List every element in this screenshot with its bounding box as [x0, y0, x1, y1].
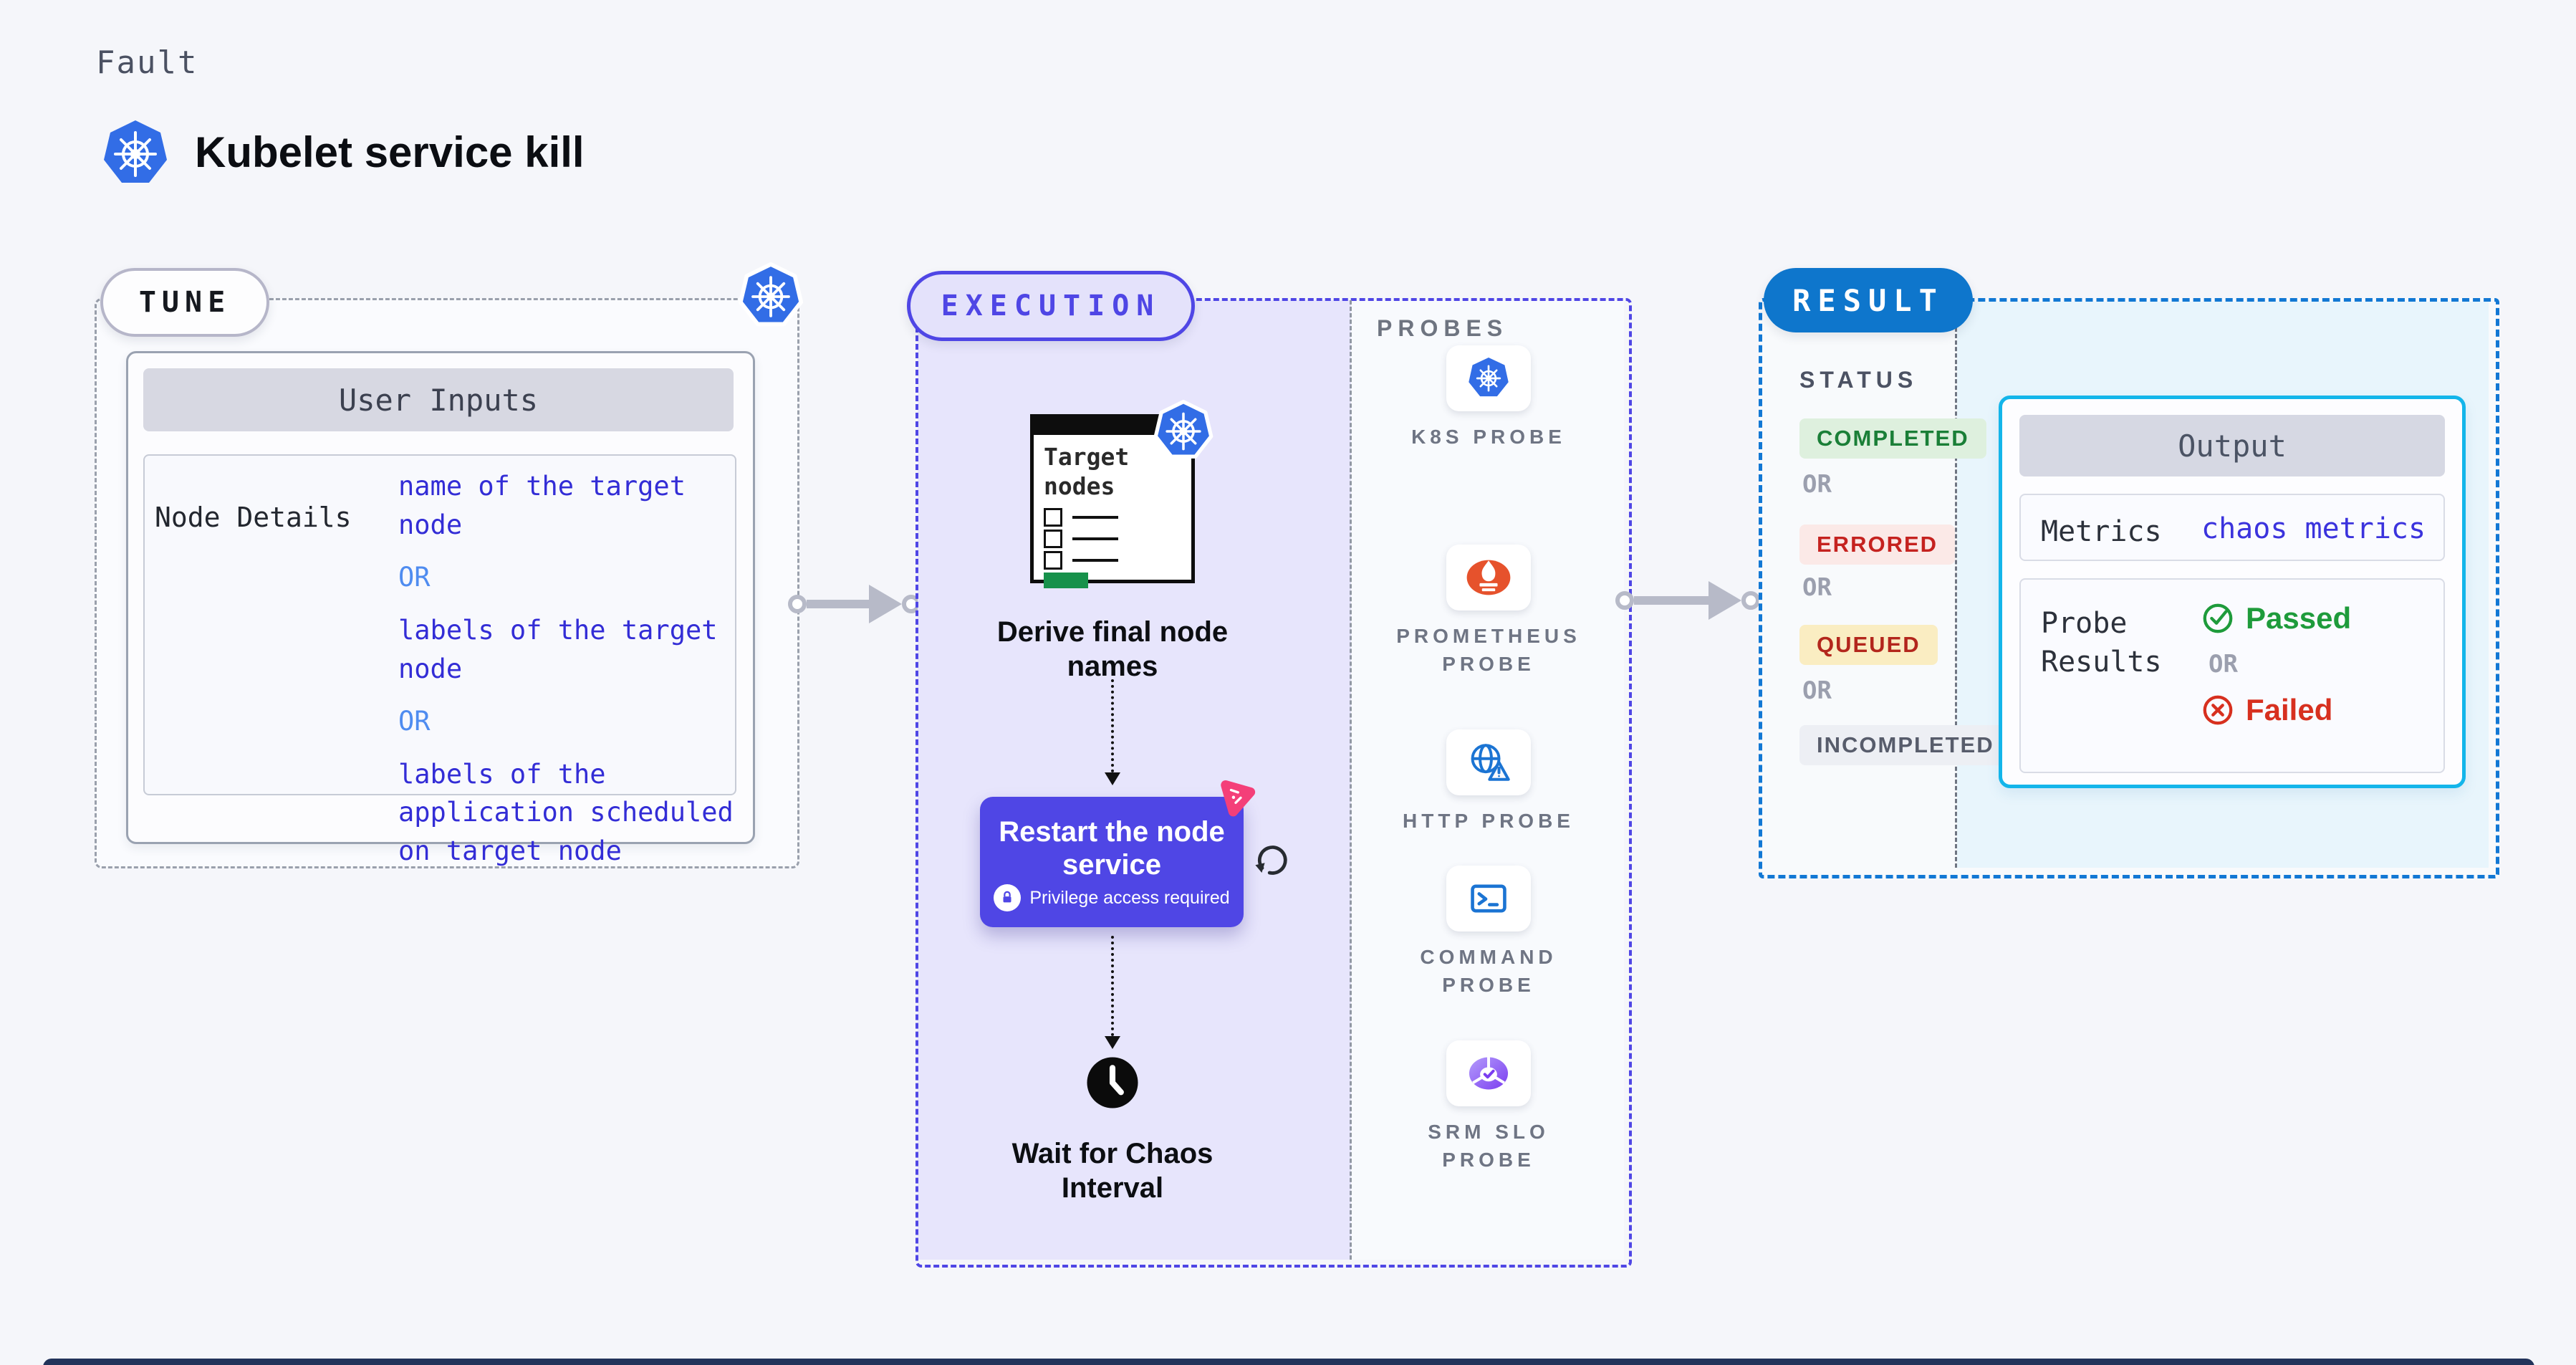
probes-heading: PROBES	[1377, 315, 1509, 341]
slo-pie-check-icon	[1469, 1056, 1509, 1090]
execution-section-box	[915, 298, 1632, 1268]
arrow-head	[1708, 581, 1741, 620]
connector-dot	[788, 595, 807, 613]
status-badge-incompleted: INCOMPLETED	[1799, 725, 2012, 765]
probe-item-command: COMMAND PROBE	[1388, 866, 1589, 999]
node-details-value-1: name of the target node	[398, 471, 686, 540]
privilege-row: Privilege access required	[980, 884, 1244, 911]
bottom-panel-edge	[43, 1359, 2534, 1365]
probe-item-srm-slo: SRM SLO PROBE	[1388, 1040, 1589, 1174]
target-nodes-title: Target nodes	[1044, 443, 1130, 501]
output-card: Output Metrics chaos metrics Probe Resul…	[1999, 396, 2466, 788]
or-separator: OR	[2209, 650, 2238, 679]
clock-icon	[1087, 1057, 1138, 1108]
probe-results-values: Passed OR Failed	[2201, 601, 2351, 727]
node-check-row	[1044, 508, 1118, 527]
probe-card	[1446, 866, 1531, 931]
or-separator: OR	[398, 706, 431, 737]
probe-label: PROMETHEUS PROBE	[1396, 625, 1581, 676]
probes-divider	[1350, 300, 1352, 1260]
probe-label: COMMAND PROBE	[1420, 946, 1557, 997]
probe-item-prometheus: PROMETHEUS PROBE	[1388, 545, 1589, 678]
target-nodes-window: Target nodes	[1030, 414, 1195, 588]
probe-results-row: Probe Results Passed OR Failed	[2019, 578, 2445, 773]
or-separator: OR	[1802, 573, 1832, 602]
status-badge-queued: QUEUED	[1799, 625, 1938, 665]
kubernetes-icon	[738, 262, 804, 327]
prometheus-icon	[1466, 560, 1511, 595]
metrics-label: Metrics	[2041, 515, 2162, 548]
output-header: Output	[2019, 415, 2445, 476]
terminal-icon	[1471, 884, 1506, 913]
arrow-line	[1634, 596, 1708, 605]
page-title: Kubelet service kill	[195, 128, 585, 176]
status-badge-completed: COMPLETED	[1799, 418, 1986, 459]
connector-dot	[1741, 591, 1760, 610]
node-details-label: Node Details	[155, 502, 352, 533]
chaos-experiment-icon	[1221, 780, 1256, 817]
metrics-value: chaos metrics	[2201, 512, 2426, 545]
probe-label: SRM SLO PROBE	[1428, 1121, 1549, 1172]
restart-node-service-node: Restart the node service Privilege acces…	[980, 797, 1244, 927]
category-label: Fault	[96, 44, 198, 81]
probe-label: K8S PROBE	[1411, 426, 1566, 448]
flow-dotted-line	[1111, 679, 1114, 772]
tune-pill: TUNE	[100, 268, 269, 337]
probe-card	[1446, 729, 1531, 795]
privilege-access-label: Privilege access required	[1029, 887, 1230, 908]
passed-line: Passed	[2201, 601, 2351, 636]
arrow-head	[869, 585, 902, 623]
metrics-row: Metrics chaos metrics	[2019, 494, 2445, 561]
restart-node-service-label: Restart the node service	[999, 816, 1225, 881]
progress-bar	[1044, 573, 1088, 588]
arrow-line	[807, 600, 870, 608]
flow-dotted-line	[1111, 936, 1114, 1036]
wait-chaos-interval-caption: Wait for Chaos Interval	[1011, 1138, 1213, 1204]
probe-card	[1446, 1040, 1531, 1106]
globe-warning-icon	[1471, 744, 1510, 781]
status-heading: STATUS	[1799, 367, 1918, 393]
flow-arrowhead	[1105, 1036, 1120, 1049]
user-inputs-row	[143, 454, 736, 795]
probe-item-http: HTTP PROBE	[1388, 729, 1589, 835]
flow-arrowhead	[1105, 772, 1120, 785]
node-check-row	[1044, 551, 1118, 570]
derive-node-names-caption: Derive final node names	[996, 616, 1229, 682]
retry-loop-icon	[1255, 846, 1287, 875]
kubernetes-icon	[104, 120, 167, 183]
or-separator: OR	[1802, 676, 1832, 705]
result-pill: RESULT	[1764, 268, 1973, 332]
kubernetes-icon	[1153, 400, 1213, 459]
status-badge-errored: ERRORED	[1799, 525, 1956, 565]
probe-item-k8s: K8S PROBE	[1388, 345, 1589, 451]
check-circle-icon	[2203, 603, 2233, 633]
node-check-row	[1044, 530, 1118, 548]
failed-label: Failed	[2246, 693, 2333, 727]
probe-card	[1446, 545, 1531, 610]
or-separator: OR	[398, 562, 431, 593]
lock-icon	[994, 884, 1022, 911]
x-circle-icon	[2203, 695, 2233, 725]
node-details-value-3: labels of the application scheduled on t…	[398, 758, 734, 867]
probe-results-label: Probe Results	[2041, 607, 2162, 679]
connector-dot	[1615, 591, 1634, 610]
execution-pill: EXECUTION	[907, 271, 1195, 341]
kubernetes-icon	[1469, 357, 1509, 397]
passed-label: Passed	[2246, 601, 2352, 635]
node-details-value-2: labels of the target node	[398, 614, 718, 684]
node-details-values: name of the target node OR labels of the…	[398, 467, 741, 873]
failed-line: Failed	[2201, 693, 2351, 727]
result-divider	[1955, 302, 1957, 868]
probe-label: HTTP PROBE	[1403, 810, 1575, 832]
probe-card	[1446, 345, 1531, 411]
user-inputs-header: User Inputs	[143, 368, 734, 431]
or-separator: OR	[1802, 470, 1832, 499]
